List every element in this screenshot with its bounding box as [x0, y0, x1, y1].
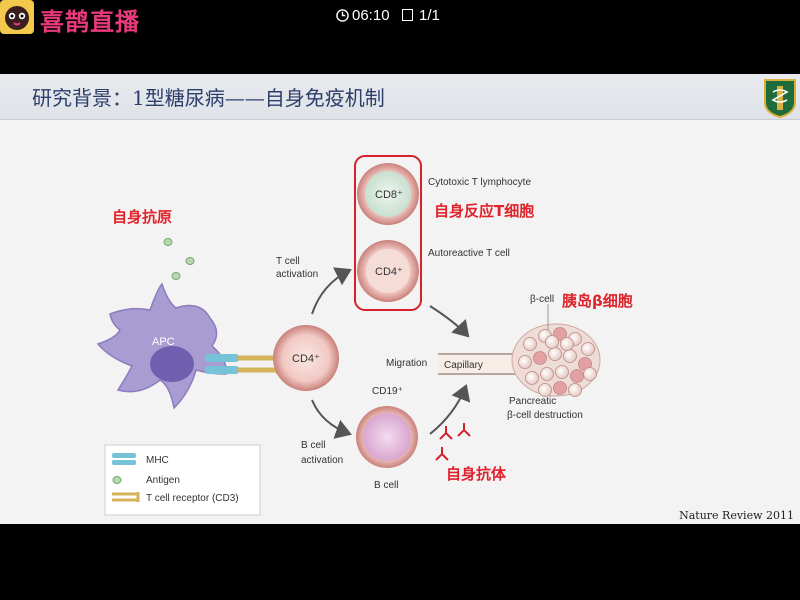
- cytotoxic-label: Cytotoxic T lymphocyte: [428, 177, 531, 188]
- autoreactive-highlight-box: [354, 155, 422, 311]
- cd4-top-cell: CD4⁺: [357, 240, 419, 302]
- antigen-dots: [163, 238, 195, 280]
- legend-tcr: T cell receptor (CD3): [146, 493, 239, 504]
- magpie-logo-icon: [0, 0, 34, 34]
- islet-cell: [538, 383, 552, 397]
- islet-cell: [583, 367, 597, 381]
- t-activation-arrow: [311, 267, 352, 315]
- capillary-label: Capillary: [444, 360, 483, 371]
- hospital-emblem-icon: [764, 79, 796, 118]
- islet-cell: [523, 337, 537, 351]
- live-top-bar: 喜鹊直播 06:10 1/1: [0, 0, 800, 38]
- cd19-label: CD19⁺: [372, 386, 403, 397]
- islet-cell: [553, 381, 567, 395]
- apc-label: APC: [152, 336, 175, 348]
- islet-cell: [540, 367, 554, 381]
- b-cell: [356, 406, 418, 468]
- cd4-top-label: CD4⁺: [375, 266, 403, 278]
- autoantibody-annotation: 自身抗体: [446, 465, 507, 483]
- autoreactive-t-annotation: 自身反应T细胞: [434, 202, 535, 220]
- b-activation-line2: activation: [301, 455, 343, 466]
- autoimmune-mechanism-diagram: APC CD4⁺ CD8⁺: [96, 155, 601, 516]
- islet-cell: [570, 369, 584, 383]
- pancreatic-islet: [511, 323, 601, 397]
- slide-title-band: 研究背景：1型糖尿病——自身免疫机制: [0, 74, 800, 120]
- beta-cell-annotation: 胰岛β细胞: [562, 292, 633, 310]
- mhc-legend-icon: [112, 453, 136, 458]
- islet-cell: [555, 365, 569, 379]
- t-migration-arrow: [429, 305, 470, 338]
- b-activation-arrow: [311, 399, 352, 439]
- diagram-legend: MHC Antigen T cell receptor (CD3): [104, 444, 261, 516]
- autoreactive-label: Autoreactive T cell: [428, 248, 510, 259]
- cd4-center-label: CD4⁺: [292, 353, 320, 365]
- apc-cell: APC: [96, 282, 227, 410]
- tcr-legend-icon: [112, 492, 140, 502]
- antibody-arrow: [429, 384, 471, 435]
- t-activation-line2: activation: [276, 269, 318, 280]
- islet-cell: [568, 383, 582, 397]
- islet-cell: [518, 355, 532, 369]
- islet-cell: [545, 335, 559, 349]
- beta-cell-label: β-cell: [530, 294, 554, 305]
- islet-cell: [533, 351, 547, 365]
- citation: Nature Review 2011: [679, 509, 794, 522]
- cd4-center-cell: CD4⁺: [273, 325, 339, 391]
- page-icon: [402, 9, 413, 21]
- autoantibody-glyphs: [435, 423, 471, 461]
- page-count: 1/1: [419, 7, 440, 24]
- brand-name: 喜鹊直播: [40, 8, 140, 36]
- islet-cell: [560, 337, 574, 351]
- antigen-legend-icon: [112, 476, 122, 484]
- b-cell-label: B cell: [374, 480, 398, 491]
- pancreatic-line2: β-cell destruction: [507, 410, 583, 421]
- page-indicator: 1/1: [402, 7, 440, 24]
- legend-mhc: MHC: [146, 455, 169, 466]
- migration-label: Migration: [386, 358, 427, 369]
- timer-value: 06:10: [352, 7, 390, 24]
- clock-icon: [336, 9, 349, 22]
- stream-timer: 06:10: [336, 7, 390, 24]
- cd8-label: CD8⁺: [375, 189, 403, 201]
- t-activation-line1: T cell: [276, 256, 300, 267]
- islet-cell: [548, 347, 562, 361]
- slide-title: 研究背景：1型糖尿病——自身免疫机制: [32, 86, 385, 110]
- presentation-slide: 研究背景：1型糖尿病——自身免疫机制: [0, 74, 800, 524]
- b-activation-line1: B cell: [301, 440, 325, 451]
- cd8-cell: CD8⁺: [357, 163, 419, 225]
- pancreatic-line1: Pancreatic: [509, 396, 556, 407]
- legend-antigen: Antigen: [146, 475, 180, 486]
- islet-cell: [525, 371, 539, 385]
- islet-cell: [563, 349, 577, 363]
- islet-cell: [581, 342, 595, 356]
- autoantigen-annotation: 自身抗原: [112, 208, 173, 226]
